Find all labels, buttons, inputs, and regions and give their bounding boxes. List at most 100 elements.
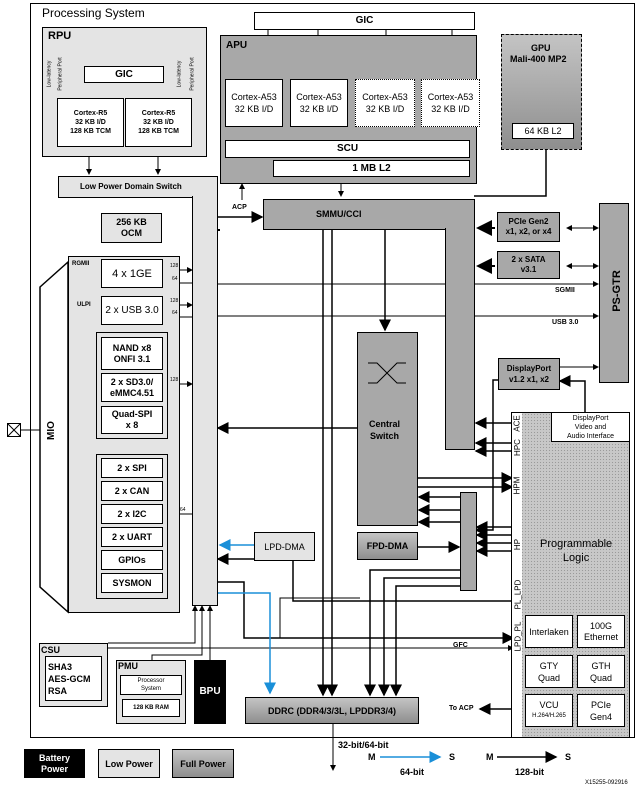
legend-128-bit: 128-bit <box>515 767 545 777</box>
legend-64-master: M <box>368 752 376 762</box>
width-label-gige-64: 64 <box>172 276 178 282</box>
pl-port-ace: ACE <box>512 415 522 432</box>
pl-port-lpd-pl: LPD_PL <box>513 621 523 652</box>
spi-block: 2 x SPI <box>101 458 163 478</box>
rpu-port-label-left-2: Peripheral Port <box>57 57 64 91</box>
pl-port-hpc: HPC <box>512 439 522 456</box>
pl-port-strip <box>512 413 522 737</box>
csu-label: CSU <box>41 645 61 655</box>
acp-label: ACP <box>232 204 247 211</box>
pl-interlaken: Interlaken <box>525 615 573 648</box>
ps-gtr-label: PS-GTR <box>610 270 623 312</box>
uart-block: 2 x UART <box>101 527 163 547</box>
rpu-port-label-left-1: Low-latency <box>46 60 53 88</box>
external-pin-icon <box>7 423 21 437</box>
width-label-usb-128: 128 <box>170 298 179 304</box>
lpd-switch-bar <box>192 196 218 606</box>
ps-gtr-block <box>599 203 629 383</box>
gfc-label: GFC <box>453 642 468 649</box>
gpu-label: GPU <box>531 43 551 53</box>
sgmii-label: SGMII <box>555 287 575 294</box>
lpd-switch-label: Low Power Domain Switch <box>80 182 182 191</box>
legend-128-master: M <box>486 752 494 762</box>
can-block: 2 x CAN <box>101 481 163 501</box>
width-label-gige-128: 128 <box>170 263 179 269</box>
memory-group <box>96 332 168 439</box>
lpd-switch-header <box>58 176 218 198</box>
ddr-width-label: 32-bit/64-bit <box>338 740 389 750</box>
legend-64-slave: S <box>449 752 456 762</box>
usb30-label: USB 3.0 <box>552 319 579 326</box>
mio-label: MIO <box>45 421 57 440</box>
gpio-block: GPIOs <box>101 550 163 570</box>
smmu-block <box>263 199 475 230</box>
rpu-label: RPU <box>48 30 72 42</box>
to-acp-label: To ACP <box>449 705 474 712</box>
csu-crypto-box <box>45 656 102 701</box>
smmu-vertical <box>445 228 475 450</box>
width-label-io-64: 64 <box>180 507 186 513</box>
legend-low-power: Low Power <box>98 749 160 778</box>
width-label-sd-128: 128 <box>170 377 179 383</box>
bpu-block: BPU <box>194 660 226 724</box>
figure-id: X15255-092916 <box>585 780 628 786</box>
apu-gic: GIC <box>254 12 475 30</box>
pl-port-pl-lpd: PL_LPD <box>513 579 523 610</box>
i2c-block: 2 x I2C <box>101 504 163 524</box>
sd-block: 2 x SD3.0/eMMC4.51 <box>101 373 163 402</box>
fpd-dma-block: FPD-DMA <box>357 532 418 560</box>
ddrc-block: DDRC (DDR4/3/3L, LPDDR3/4) <box>245 697 419 724</box>
rpu-port-label-right-2: Peripheral Port <box>189 57 196 91</box>
pl-port-hpm: HPM <box>512 476 522 495</box>
programmable-logic-block <box>511 412 630 738</box>
rgmii-label: RGMII <box>72 261 90 267</box>
processing-system-title: Processing System <box>42 6 145 20</box>
lpd-dma-block: LPD-DMA <box>254 532 315 561</box>
legend-128-slave: S <box>565 752 572 762</box>
scu-block: SCU <box>225 140 470 158</box>
gpu-model: Mali-400 MP2 <box>510 54 567 64</box>
usb-block: 2 x USB 3.0 <box>101 296 163 325</box>
apu-l2-block: 1 MB L2 <box>273 160 470 177</box>
smmu-label: SMMU/CCI <box>316 209 362 219</box>
width-label-usb-64: 64 <box>172 310 178 316</box>
gige-block: 4 x 1GE <box>101 259 163 288</box>
pmu-ram: 128 KB RAM <box>122 699 180 717</box>
io-group <box>96 454 168 599</box>
rpu-port-label-right-1: Low-latency <box>176 60 183 88</box>
apu-label: APU <box>226 40 248 51</box>
hp-crossbar <box>460 492 477 591</box>
rpu-gic: GIC <box>84 66 164 83</box>
legend-64-bit: 64-bit <box>400 767 425 777</box>
ulpi-label: ULPI <box>77 302 91 308</box>
legend-full-power: Full Power <box>172 749 234 778</box>
pmu-label: PMU <box>118 661 138 671</box>
pl-port-hp: HP <box>513 538 523 551</box>
sysmon-block: SYSMON <box>101 573 163 593</box>
gpu-l2-cache: 64 KB L2 <box>512 123 574 139</box>
